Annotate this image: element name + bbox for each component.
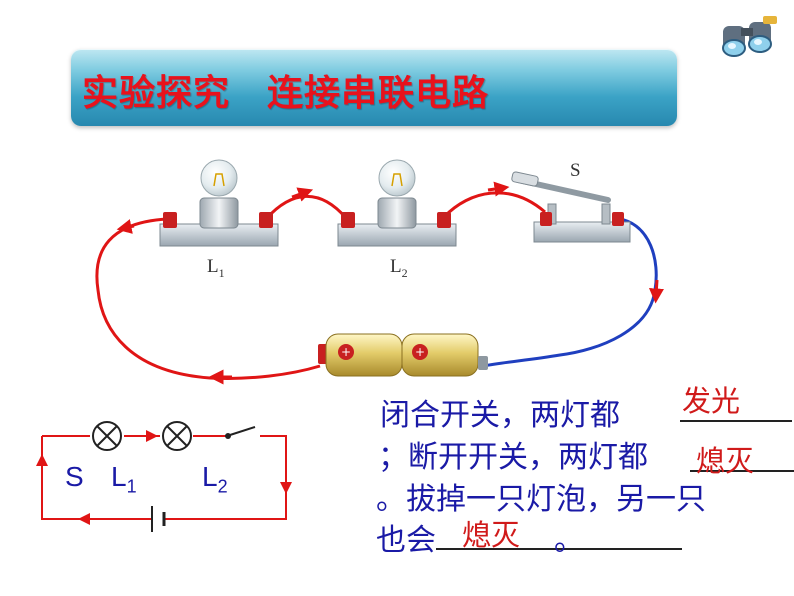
question-line-3: 。拔掉一只灯泡，另一只 — [376, 482, 706, 517]
schematic-switch-label: S — [65, 461, 84, 492]
switch — [511, 171, 631, 243]
title-banner — [71, 49, 677, 126]
lamp-2 — [337, 159, 457, 247]
schematic-lamp1-label: L1 — [111, 461, 137, 497]
question-line-2: ；断开开关，两灯都 — [378, 440, 648, 475]
battery: + + — [318, 333, 488, 377]
wire-red-lamp1-lamp2 — [264, 194, 348, 221]
current-arrow-1 — [116, 219, 135, 234]
switch-label: S — [570, 160, 581, 181]
wire-red-left — [95, 217, 321, 380]
question-line-4-suffix: 。 — [554, 523, 584, 558]
switch-symbol — [225, 426, 256, 439]
circuit-schematic — [36, 421, 292, 532]
lamp2-symbol — [162, 421, 192, 451]
lamp2-label: L2 — [390, 256, 408, 280]
blank-2 — [690, 470, 794, 472]
svg-text:+: + — [415, 345, 425, 359]
binoculars-icon — [722, 16, 777, 57]
question-line-1: 闭合开关，两灯都 — [380, 398, 620, 433]
lamp1-label: L1 — [207, 256, 225, 280]
blank-3 — [436, 548, 682, 550]
svg-text:+: + — [341, 345, 351, 359]
current-arrow-4 — [648, 279, 664, 304]
battery-symbol — [151, 506, 166, 532]
current-arrow-2 — [291, 187, 314, 202]
question-line-4-prefix: 也会 — [376, 523, 436, 558]
lamp-1 — [159, 159, 279, 247]
current-arrow-3 — [487, 181, 510, 197]
answer-3: 熄灭 — [462, 518, 521, 552]
schematic-lamp2-label: L2 — [202, 461, 228, 497]
answer-1: 发光 — [682, 384, 741, 418]
wire-blue-right — [482, 217, 658, 368]
blank-1 — [680, 420, 792, 422]
circuit-illustration: + + — [95, 159, 664, 385]
answer-2: 熄灭 — [696, 444, 755, 478]
wire-red-lamp2-switch — [442, 191, 546, 219]
page-title: 实验探究 连接串联电路 — [82, 73, 490, 114]
lamp1-symbol — [92, 421, 122, 451]
